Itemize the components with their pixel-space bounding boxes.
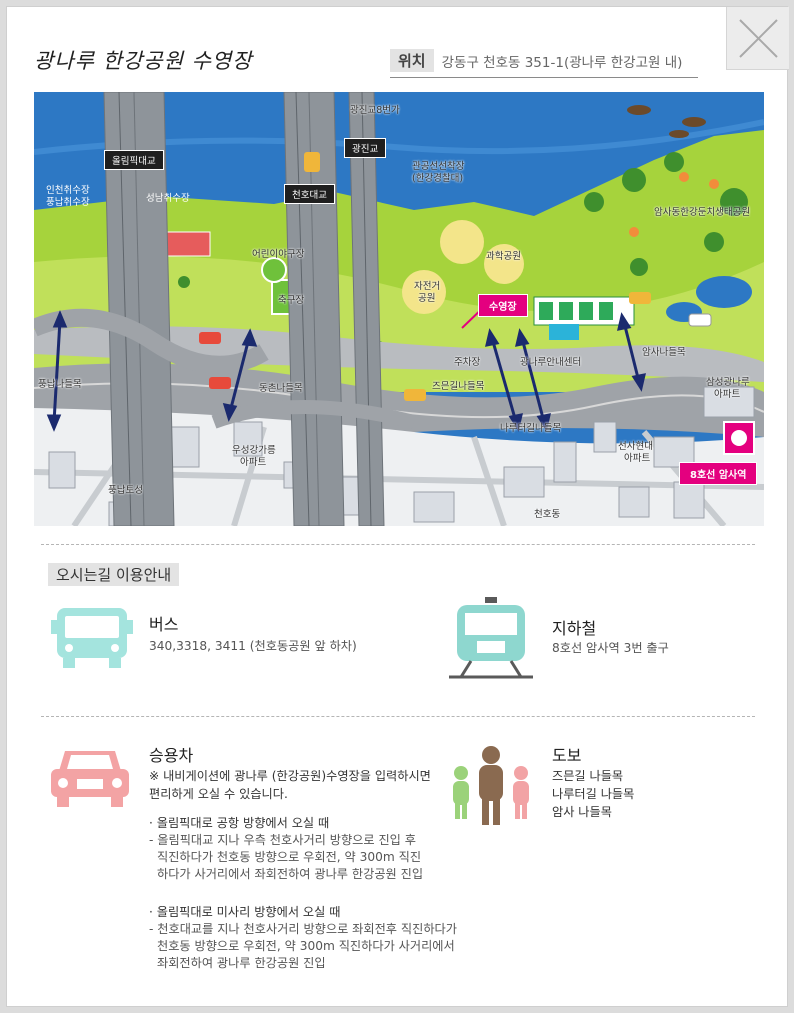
map-label-hyundai-apt: 우성강가릉	[232, 445, 276, 456]
close-button[interactable]	[726, 7, 789, 70]
car-route-1-line-1: - 올림픽대교 지나 우측 천호사거리 방향으로 진입 후	[149, 833, 416, 847]
car-route-2-title: · 올림픽대로 미사리 방향에서 오실 때	[149, 905, 341, 919]
car-route-1: · 올림픽대로 공항 방향에서 오실 때 - 올림픽대교 지나 우측 천호사거리…	[149, 815, 423, 883]
map-badge-pool: 수영장	[478, 294, 528, 317]
car-route-2-line-3: 좌회전하여 광나루 한강공원 진입	[157, 956, 326, 970]
map-label-pungnap-exit: 풍납나들목	[38, 379, 82, 390]
car-route-2-line-2: 천호동 방향으로 우회전, 약 300m 직진하다가 사거리에서	[157, 939, 455, 953]
map-label-observatory-sub: (한강경찰대)	[412, 173, 464, 184]
map-label-incheon-intake: 인천취수장	[46, 185, 90, 196]
map-label-olympic-bridge: 올림픽대교	[104, 150, 164, 170]
map-label-parking: 주차장	[454, 357, 481, 368]
subway-route: 8호선 암사역 3번 출구	[552, 641, 669, 655]
map-label-eco-park: 암사동한강둔치생태공원	[654, 207, 751, 218]
map-label-cheonho-dong: 천호동	[534, 509, 561, 520]
car-icon	[51, 751, 129, 807]
map-label-seonsa-apt: 선사현대	[618, 441, 653, 452]
location-popup: 광나루 한강공원 수영장 위치 강동구 천호동 351-1(광나루 한강고원 내…	[6, 6, 789, 1007]
map-label-kids-playground: 어린이야구장	[252, 249, 305, 260]
walk-description: 즈믄길 나들목 나루터길 나들목 암사 나들목	[552, 767, 634, 821]
location-address: 강동구 천호동 351-1(광나루 한강고원 내)	[441, 54, 683, 71]
close-icon	[739, 19, 778, 58]
map-label-seongnae-intake: 성남취수장	[146, 193, 190, 204]
walk-exit-2: 나루터길 나들목	[552, 787, 635, 801]
walk-title: 도보	[552, 746, 582, 765]
map-label-hyundai-apt-2: 아파트	[240, 457, 267, 468]
subway-description: 8호선 암사역 3번 출구	[552, 639, 669, 657]
car-route-1-line-3: 하다가 사거리에서 좌회전하여 광나루 한강공원 진입	[157, 867, 424, 881]
walk-exit-3: 암사 나들목	[552, 805, 612, 819]
pedestrian-family-icon	[453, 746, 529, 825]
map-label-samsung-apt: 삼성광나루	[706, 377, 750, 388]
walk-exit-1: 즈믄길 나들목	[552, 769, 624, 783]
map-label-pungnap-intake: 풍납취수장	[46, 197, 90, 208]
map-badge-amsa-station: 8호선 암사역	[679, 462, 758, 485]
title-underline	[390, 77, 698, 78]
subway-icon	[449, 597, 533, 679]
map-label-seonsa-apt-2: 아파트	[624, 453, 651, 464]
bus-icon	[51, 608, 133, 668]
car-route-2-line-1: - 천호대교를 지나 천호사거리 방향으로 좌회전후 직진하다가	[149, 922, 457, 936]
bus-routes: 340,3318, 3411 (천호동공원 앞 하차)	[149, 639, 357, 653]
map-label-gwangjin-bridge: 광진교	[344, 138, 387, 158]
car-route-2: · 올림픽대로 미사리 방향에서 오실 때 - 천호대교를 지나 천호사거리 방…	[149, 904, 457, 972]
map-label-bike-park-2: 공원	[418, 293, 436, 304]
map-label-info-center: 광나루안내센터	[520, 357, 582, 368]
map-label-observatory: 관공선선착장	[412, 161, 465, 172]
map-label-amsa-exit: 암사나들목	[642, 347, 686, 358]
car-route-1-title: · 올림픽대로 공항 방향에서 오실 때	[149, 816, 330, 830]
car-title: 승용차	[149, 746, 194, 765]
section-label-directions: 오시는길 이용안내	[48, 563, 180, 586]
map-label-gwangjin-overpass: 광진교8번가	[350, 105, 400, 116]
divider-middle	[41, 716, 755, 717]
car-note-line-2: 편리하게 오실 수 있습니다.	[149, 787, 288, 801]
car-note: ※ 내비게이션에 광나루 (한강공원)수영장을 입력하시면 편리하게 오실 수 …	[149, 767, 431, 803]
location-info: 위치 강동구 천호동 351-1(광나루 한강고원 내)	[390, 49, 682, 72]
car-route-1-line-2: 직진하다가 천호동 방향으로 우회전, 약 300m 직진	[157, 850, 422, 864]
map-label-jeulgeun-exit: 즈믄길나들목	[432, 381, 485, 392]
location-label: 위치	[390, 49, 434, 72]
map-label-soccer: 축구장	[278, 295, 305, 306]
divider-top	[41, 544, 755, 545]
map-label-pungnap-land: 풍납토성	[108, 485, 143, 496]
map-label-naru-exit: 나루터길나들목	[500, 423, 562, 434]
map-label-science-park: 과학공원	[486, 251, 521, 262]
map-label-samsung-apt-2: 아파트	[714, 389, 741, 400]
map-label-bike-park: 자전거	[414, 281, 441, 292]
bus-title: 버스	[149, 615, 179, 634]
map-label-cheonho-exit: 동촌나들목	[259, 383, 303, 394]
location-map: 올림픽대교 광진교 천호대교 광진교8번가 인천취수장 풍납취수장 성남취수장 …	[34, 92, 764, 526]
subway-title: 지하철	[552, 619, 597, 638]
page-title: 광나루 한강공원 수영장	[34, 49, 253, 73]
car-note-line-1: ※ 내비게이션에 광나루 (한강공원)수영장을 입력하시면	[149, 769, 431, 783]
bus-description: 340,3318, 3411 (천호동공원 앞 하차)	[149, 637, 357, 655]
map-label-cheonho-bridge: 천호대교	[284, 184, 335, 204]
